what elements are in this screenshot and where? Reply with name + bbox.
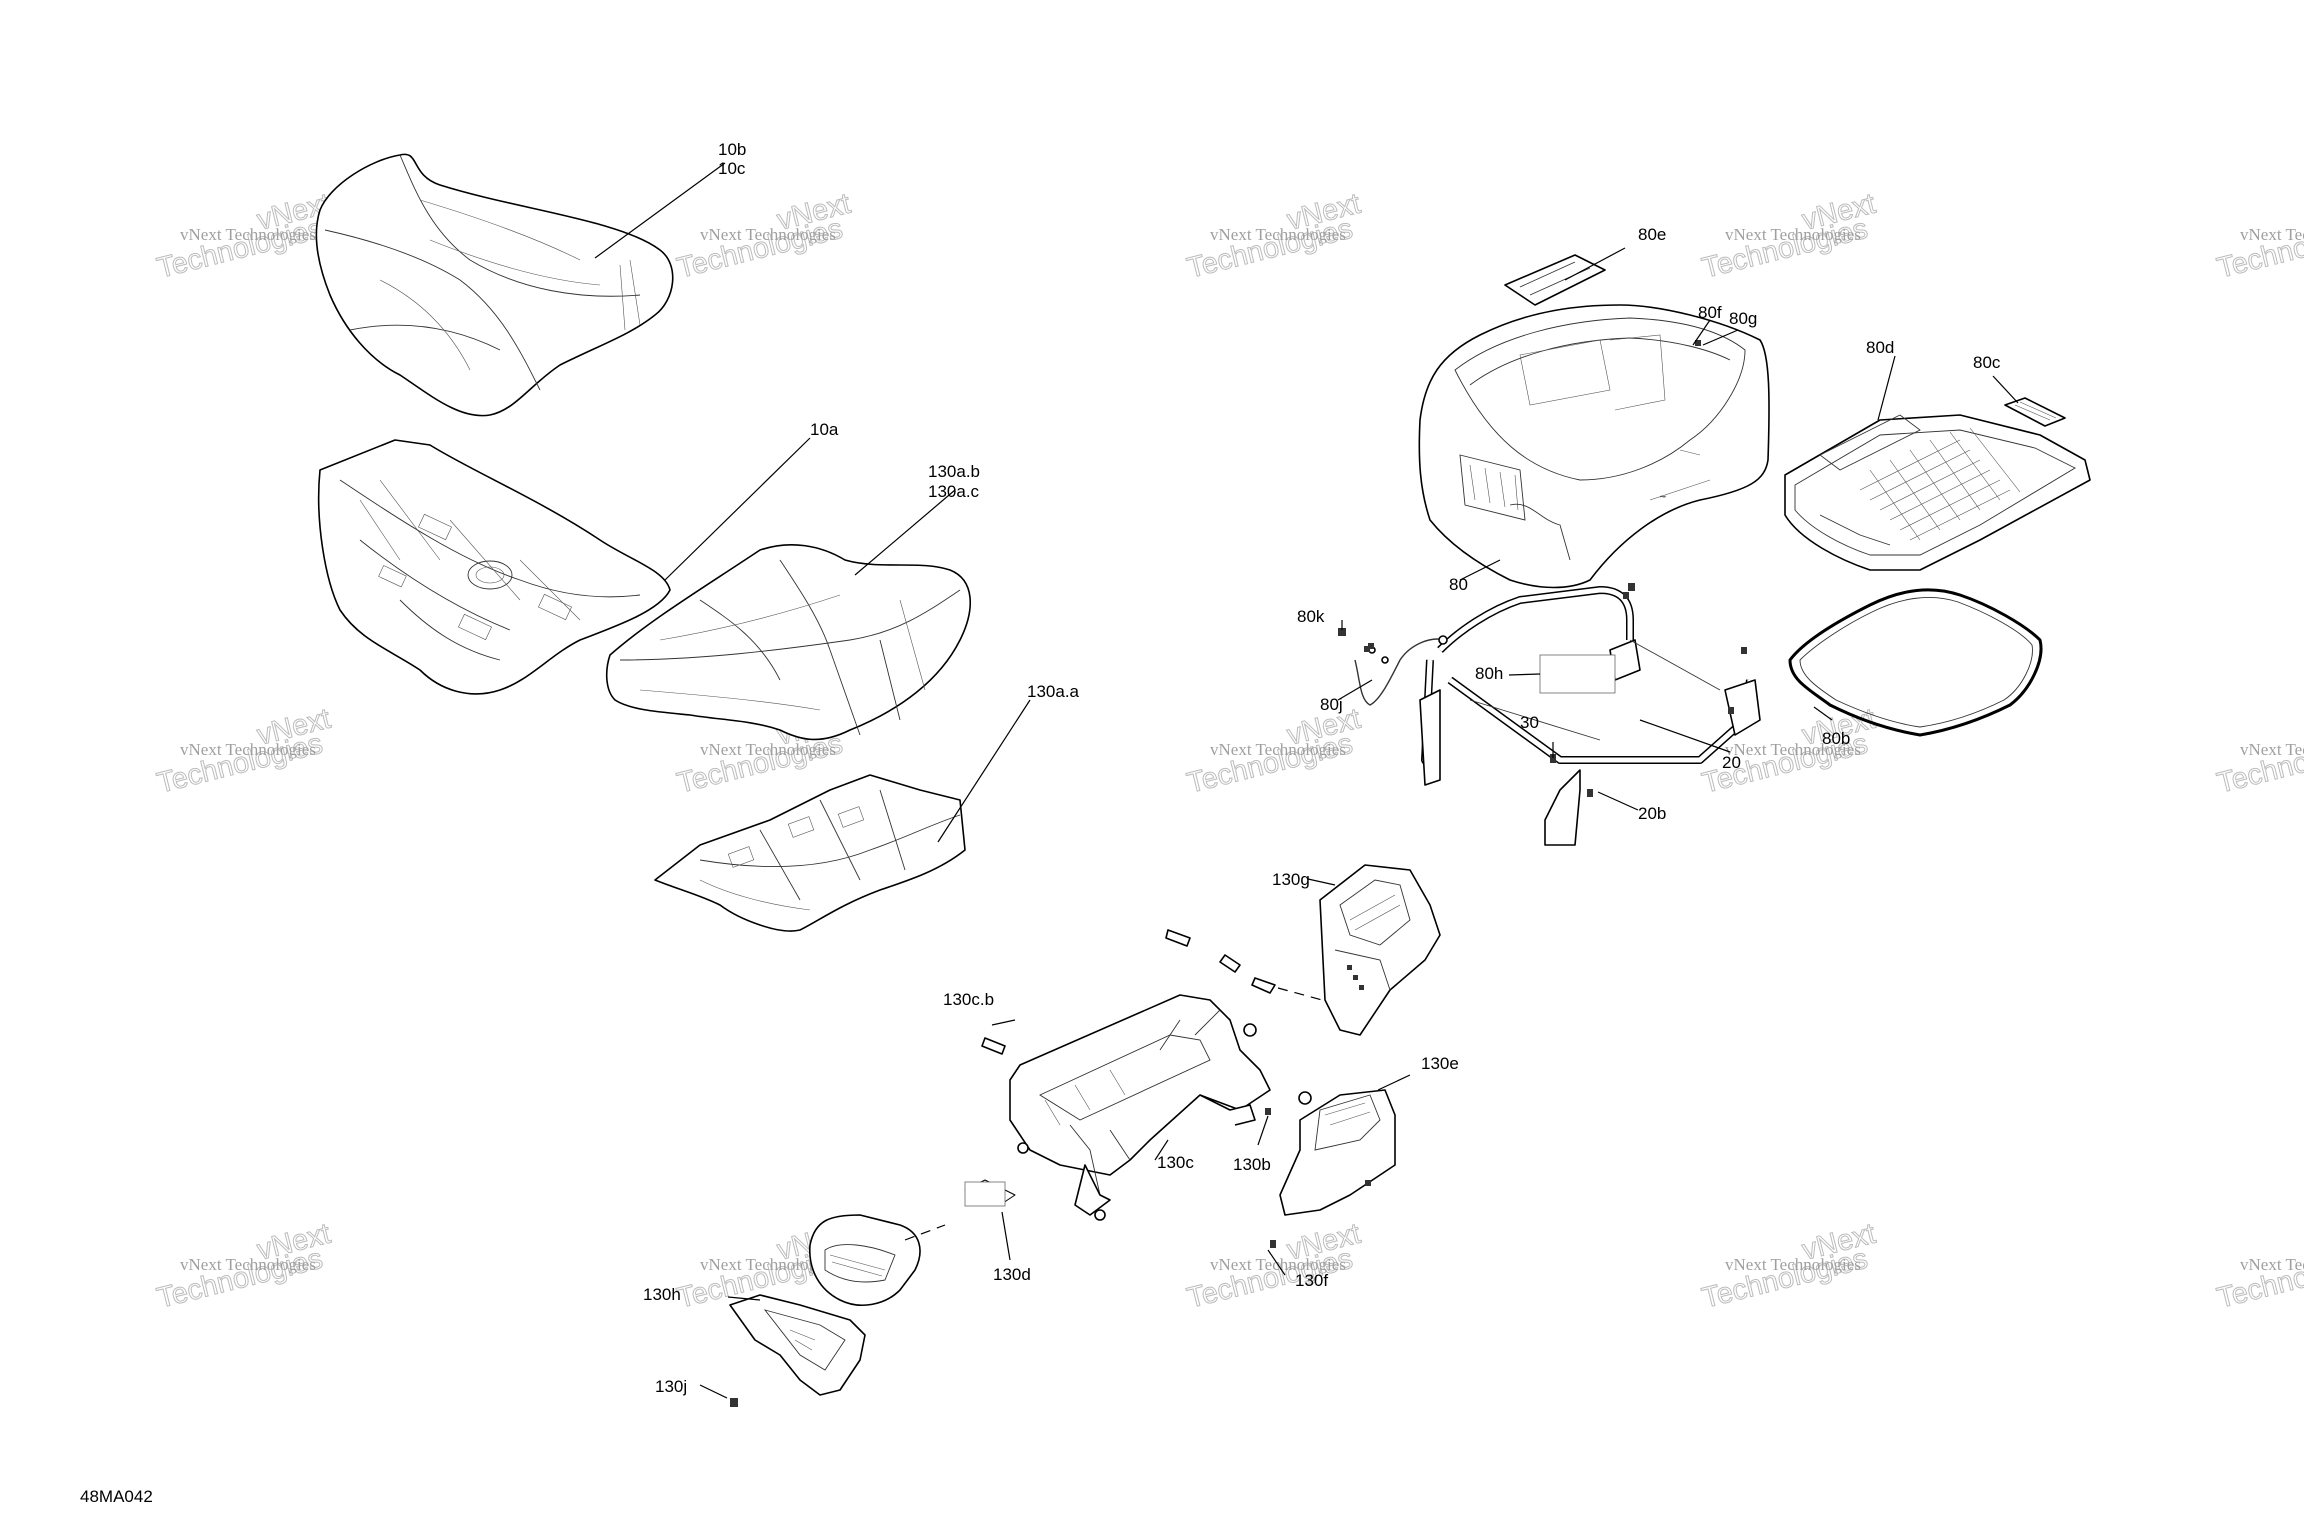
callout-20: 20 [1722,753,1741,772]
lid-grid-pattern [1859,427,2021,541]
callout-130ac: 130a.c [928,482,980,501]
callout-80c: 80c [1973,353,2001,372]
watermark-3: vNext Technologies Technologies vNext [1183,187,1364,285]
diagram-code: 48MA042 [80,1487,153,1506]
part-80d-lid [1784,414,2091,571]
part-seat-cover [315,153,674,417]
watermark-2: vNext Technologies Technologies vNext [673,187,854,285]
part-fasteners [1338,340,1747,797]
svg-text:vNext Technologies: vNext Technologies [1210,225,1346,244]
callout-80: 80 [1449,575,1468,594]
watermark-1: vNext Technologies Technologies vNext [153,187,334,285]
part-80e-latch [1504,254,1606,306]
watermark-14: vNext Technologies Technologies vNext [1698,1217,1879,1315]
watermark-10: vNext Technologies Technologies [2213,727,2304,800]
part-130f-housing [809,1214,946,1306]
part-seat-foam [605,544,971,741]
callout-130h: 130h [643,1285,681,1304]
part-80h-label [1539,654,1616,694]
callout-130e: 130e [1421,1054,1459,1073]
watermark-13: vNext Technologies Technologies vNext [1183,1217,1364,1315]
part-80c-latch [2004,397,2066,427]
part-seat-base [317,439,671,695]
callout-80e: 80e [1638,225,1666,244]
callout-30: 30 [1520,713,1539,732]
callout-130d: 130d [993,1265,1031,1284]
part-80b-seal [1788,588,2043,737]
part-130d-label [964,1179,1016,1207]
svg-text:vNext Technologies: vNext Technologies [1725,1255,1861,1274]
part-130h-bracket [729,1294,866,1396]
svg-text:vNext Technologies: vNext Technologies [700,225,836,244]
part-130c-frame [1009,994,1312,1221]
svg-text:vNext Technologies: vNext Technologies [180,740,316,759]
part-bolts-upper [981,929,1323,1055]
callout-80d: 80d [1866,338,1894,357]
watermark-4: vNext Technologies Technologies vNext [1698,187,1879,285]
part-130b-bolt [1265,1108,1271,1115]
callout-10c: 10c [718,159,746,178]
callout-130cb: 130c.b [943,990,994,1009]
svg-text:Technologies: Technologies [2214,728,2304,800]
svg-text:vNext Technologies: vNext Technologies [700,740,836,759]
callout-10a: 10a [810,420,839,439]
svg-text:Technologies: Technologies [2214,213,2304,285]
svg-text:vNext Technologies: vNext Technologies [1725,740,1861,759]
svg-text:~: ~ [1660,492,1666,503]
part-seat-bottom-panel [654,774,966,932]
watermark-15: vNext Technologies Technologies [2213,1242,2304,1315]
callout-80j: 80j [1320,695,1343,714]
watermark-9: vNext Technologies Technologies vNext [1698,702,1879,800]
watermark-8: vNext Technologies Technologies vNext [1183,702,1364,800]
part-130j-screw [730,1398,738,1407]
svg-text:Technologies: Technologies [2214,1243,2304,1315]
svg-text:vNext Technologies: vNext Technologies [2240,740,2304,759]
part-20-rack-frame [1419,586,1761,846]
watermark-11: vNext Technologies Technologies vNext [153,1217,334,1315]
callout-130aa: 130a.a [1027,682,1080,701]
callout-10b: 10b [718,140,746,159]
callout-labels: 10b 10c 10a 130a.b 130a.c 130a.a 80e 80f… [643,140,2001,1396]
callout-20b: 20b [1638,804,1666,823]
leader-lines [594,162,2019,1399]
svg-text:vNext Technologies: vNext Technologies [180,1255,316,1274]
svg-text:vNext Technologies: vNext Technologies [1210,740,1346,759]
callout-130f: 130f [1295,1271,1328,1290]
callout-130g: 130g [1272,870,1310,889]
callout-80b: 80b [1822,729,1850,748]
svg-text:vNext Technologies: vNext Technologies [2240,1255,2304,1274]
callout-80f: 80f [1698,303,1722,322]
callout-80g: 80g [1729,309,1757,328]
watermark-5: vNext Technologies Technologies [2213,212,2304,285]
part-130g-handle [1319,864,1441,1036]
watermark-6: vNext Technologies Technologies vNext [153,702,334,800]
callout-130ab: 130a.b [928,462,980,481]
callout-130c: 130c [1157,1153,1194,1172]
part-80-storage-box: ~ [1418,304,1770,589]
svg-text:vNext Technologies: vNext Technologies [2240,225,2304,244]
callout-80h: 80h [1475,664,1503,683]
svg-text:vNext Technologies: vNext Technologies [1725,225,1861,244]
callout-130j: 130j [655,1377,687,1396]
callout-80k: 80k [1297,607,1325,626]
svg-text:vNext Technologies: vNext Technologies [180,225,316,244]
svg-text:vNext Technologies: vNext Technologies [700,1255,836,1274]
callout-130b: 130b [1233,1155,1271,1174]
part-130e-guard [1270,1089,1396,1248]
